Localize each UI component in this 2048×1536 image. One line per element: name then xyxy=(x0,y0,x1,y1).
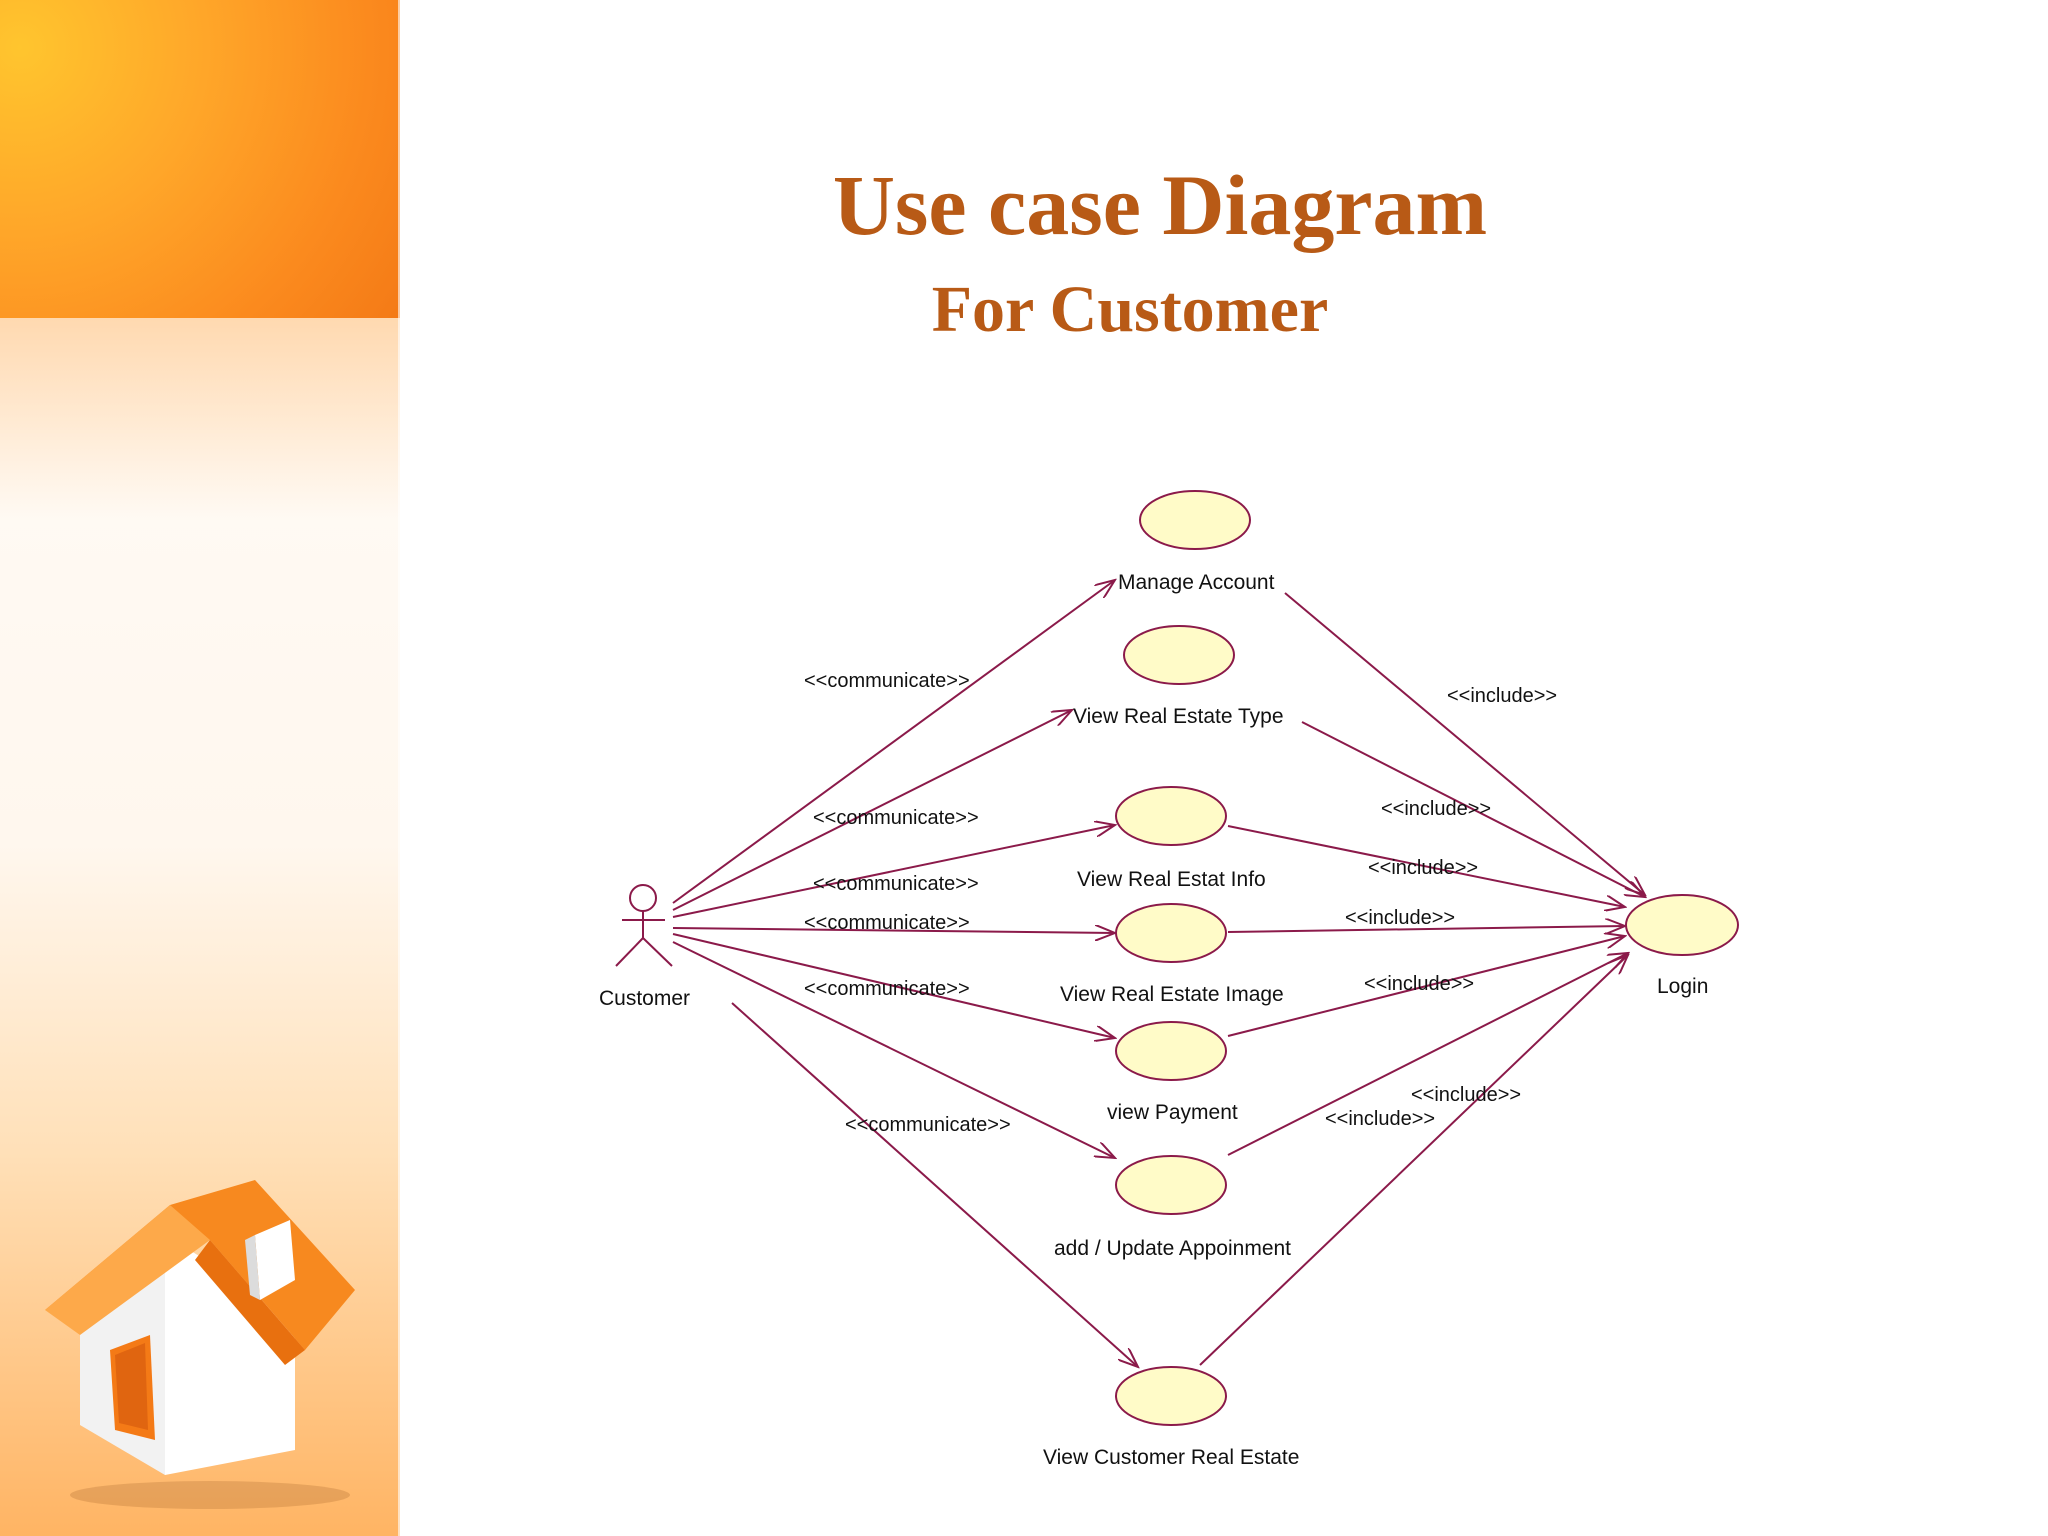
actor-label: Customer xyxy=(599,987,690,1010)
communicate-edges xyxy=(672,580,1138,1367)
include-label-7: <<include>> xyxy=(1325,1108,1435,1130)
use-case-label-view-real-estat-info: View Real Estat Info xyxy=(1077,868,1266,891)
include-label-1: <<include>> xyxy=(1447,685,1557,707)
include-label-4: <<include>> xyxy=(1345,907,1455,929)
use-case-label-view-real-estate-type: View Real Estate Type xyxy=(1073,705,1284,728)
use-case-view-customer-real-estate xyxy=(1115,1366,1227,1426)
edge-view-real-estate-type-login xyxy=(1301,721,1645,897)
communicate-label-4: <<communicate>> xyxy=(804,912,970,934)
edge-view-real-estate-image-login xyxy=(1227,926,1625,932)
use-case-label-view-real-estate-image: View Real Estate Image xyxy=(1060,983,1284,1006)
use-case-label-manage-account: Manage Account xyxy=(1118,571,1275,594)
include-edges xyxy=(1199,592,1645,1366)
edge-customer-view-customer-real-estate xyxy=(731,1002,1138,1367)
actor-icon xyxy=(615,884,673,967)
use-case-view-real-estate-type xyxy=(1123,625,1235,685)
include-label-2: <<include>> xyxy=(1381,798,1491,820)
edge-view-real-estat-info-login xyxy=(1227,825,1625,907)
communicate-label-1: <<communicate>> xyxy=(804,670,970,692)
edge-view-customer-real-estate-login xyxy=(1199,955,1628,1366)
edge-customer-view-real-estate-image xyxy=(672,928,1115,933)
use-case-view-payment xyxy=(1115,1021,1227,1081)
edge-customer-manage-account xyxy=(672,580,1115,904)
slide-title: Use case Diagram xyxy=(832,157,1488,253)
use-case-label-add-update-appointment: add / Update Appoinment xyxy=(1054,1237,1291,1260)
use-case-label-view-customer-real-estate: View Customer Real Estate xyxy=(1043,1446,1299,1469)
use-case-add-update-appointment xyxy=(1115,1155,1227,1215)
use-case-login xyxy=(1625,894,1739,956)
edge-view-payment-login xyxy=(1227,936,1625,1037)
communicate-label-6: <<communicate>> xyxy=(845,1114,1011,1136)
sidebar-edge xyxy=(398,0,402,1536)
communicate-label-2: <<communicate>> xyxy=(813,807,979,829)
sidebar-background xyxy=(0,0,400,1536)
house-icon xyxy=(45,1180,355,1509)
use-case-manage-account xyxy=(1139,490,1251,550)
use-case-ellipses xyxy=(1115,490,1739,1426)
edge-customer-view-payment xyxy=(672,933,1115,1038)
use-case-view-real-estat-info xyxy=(1115,786,1227,846)
include-label-6: <<include>> xyxy=(1411,1084,1521,1106)
include-label-3: <<include>> xyxy=(1368,857,1478,879)
communicate-label-3: <<communicate>> xyxy=(813,873,979,895)
edge-customer-view-real-estate-type xyxy=(672,710,1072,911)
edge-customer-add-update-appointment xyxy=(672,941,1115,1158)
use-case-label-view-payment: view Payment xyxy=(1107,1101,1238,1124)
edge-add-update-appointment-login xyxy=(1227,953,1628,1156)
edge-manage-account-login xyxy=(1284,592,1645,895)
sidebar-orange-block xyxy=(0,0,400,318)
sidebar-glow xyxy=(0,318,400,518)
use-case-view-real-estate-image xyxy=(1115,903,1227,963)
slide-subtitle: For Customer xyxy=(931,273,1329,346)
use-case-label-login: Login xyxy=(1657,975,1708,998)
include-label-5: <<include>> xyxy=(1364,973,1474,995)
communicate-label-5: <<communicate>> xyxy=(804,978,970,1000)
edge-customer-view-real-estat-info xyxy=(672,825,1115,918)
